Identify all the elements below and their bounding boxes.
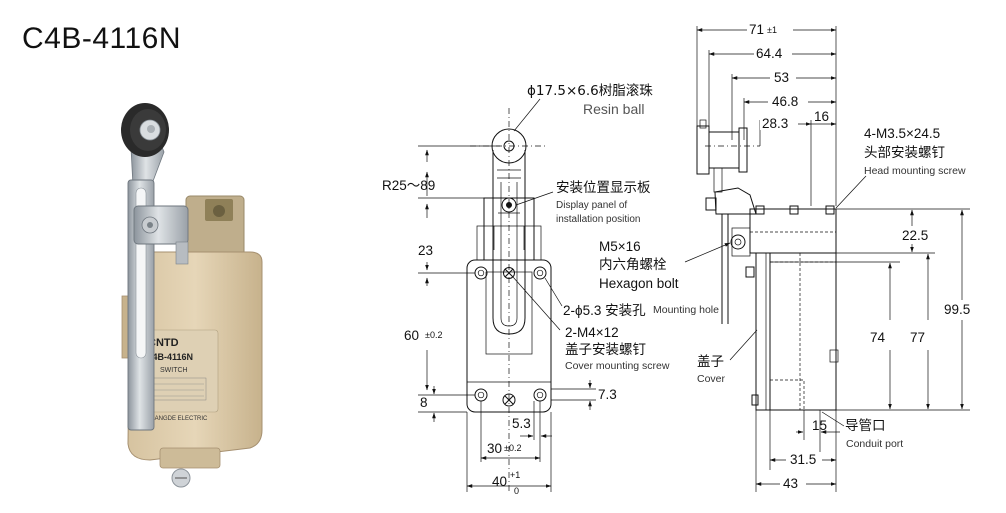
product-title: C4B-4116N xyxy=(22,22,182,55)
head-screw-label-cn: 头部安装螺钉 xyxy=(864,145,945,161)
hex-bolt-label-en: Hexagon bolt xyxy=(599,276,679,291)
dim-74: 74 xyxy=(870,330,886,345)
dim-40: 40 xyxy=(492,474,507,489)
display-panel-label: 安装位置显示板 xyxy=(556,180,651,196)
dim-40-tol-dn: 0 xyxy=(514,486,519,496)
dim-7-3: 7.3 xyxy=(598,387,617,402)
display-panel-label-en-2: installation position xyxy=(556,214,641,225)
label-model: C4B-4116N xyxy=(146,352,193,362)
front-view-drawing: R25～89 23 60 ±0.2 8 7.3 5.3 xyxy=(382,82,731,496)
dim-radius: R25～89 xyxy=(382,178,435,193)
resin-ball-label-en: Resin ball xyxy=(583,101,644,117)
label-type: SWITCH xyxy=(160,367,188,374)
dim-5-3: 5.3 xyxy=(512,416,531,431)
side-view-drawing: 71 ±1 64.4 53 46.8 28.3 16 4-M3.5×24.5 头… xyxy=(696,22,970,492)
head-screw-label: 4-M3.5×24.5 xyxy=(864,126,940,141)
dim-64-4: 64.4 xyxy=(756,46,783,61)
display-panel-label-en-1: Display panel of xyxy=(556,200,627,211)
hex-bolt-label: M5×16 xyxy=(599,239,641,254)
conduit-label-cn: 导管口 xyxy=(845,418,886,434)
label-maker: CHANGDE ELECTRIC xyxy=(146,416,208,422)
mount-hole-label-en: Mounting hole xyxy=(653,304,719,316)
cover-screw-label-en: Cover mounting screw xyxy=(565,360,670,372)
dim-71-tol: ±1 xyxy=(767,25,777,35)
dim-53: 53 xyxy=(774,70,789,85)
cover-screw-label: 2-M4×12 xyxy=(565,325,619,340)
dim-43: 43 xyxy=(783,476,798,491)
dim-16: 16 xyxy=(814,109,829,124)
dim-31-5: 31.5 xyxy=(790,452,816,467)
cover-label-en: Cover xyxy=(697,373,726,385)
head-screw-label-en: Head mounting screw xyxy=(864,165,966,177)
conduit-label-en: Conduit port xyxy=(846,438,903,450)
dim-71: 71 xyxy=(749,22,764,37)
dim-99-5: 99.5 xyxy=(944,302,970,317)
dim-77: 77 xyxy=(910,330,925,345)
product-photo: CNTD C4B-4116N SWITCH CHANGDE ELECTRIC xyxy=(121,103,263,488)
mount-hole-label: 2-ϕ5.3 安装孔 xyxy=(563,303,646,318)
hex-bolt-label-cn: 内六角螺栓 xyxy=(599,257,667,273)
dim-22-5: 22.5 xyxy=(902,228,928,243)
dim-40-tol-up: +1 xyxy=(510,470,520,480)
label-brand: CNTD xyxy=(148,337,179,349)
dim-30: 30 xyxy=(487,441,502,456)
dim-30-tol: ±0.2 xyxy=(504,443,521,453)
cover-screw-label-cn: 盖子安装螺钉 xyxy=(565,342,646,358)
dim-8: 8 xyxy=(420,395,428,410)
dim-60-tol: ±0.2 xyxy=(425,330,442,340)
dim-60: 60 xyxy=(404,328,419,343)
dim-46-8: 46.8 xyxy=(772,94,798,109)
cover-label-cn: 盖子 xyxy=(697,354,724,370)
resin-ball-label: ϕ17.5×6.6树脂滚珠 xyxy=(527,82,653,99)
dim-15: 15 xyxy=(812,418,827,433)
dim-23: 23 xyxy=(418,243,433,258)
dim-28-3: 28.3 xyxy=(762,116,788,131)
